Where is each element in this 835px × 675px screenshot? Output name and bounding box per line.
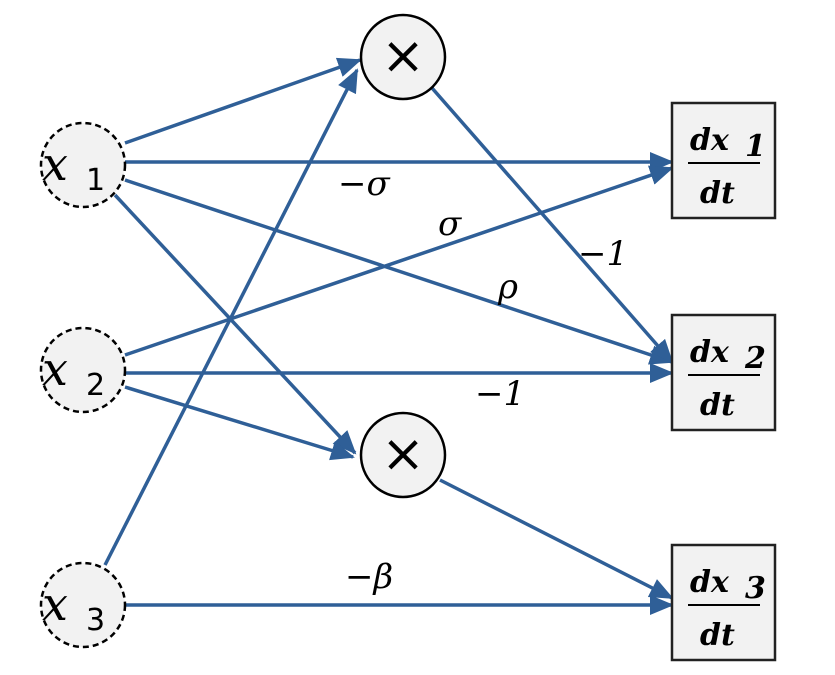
- label-sigma: σ: [438, 204, 462, 244]
- edge-x3-mult1: [103, 68, 359, 566]
- numerator: dx: [690, 565, 730, 600]
- edge-x1-dx2: [124, 178, 674, 365]
- numerator-subscript: 1: [745, 129, 766, 164]
- edge-x2-mult2: [124, 385, 355, 461]
- edge-x2-dx1: [124, 165, 674, 357]
- multiply-icon: ×: [381, 424, 425, 484]
- var-label: x: [42, 137, 68, 191]
- edge-x1-mult2: [113, 193, 357, 455]
- var-subscript: 2: [86, 368, 105, 403]
- label-neg-one-mult: −1: [578, 234, 628, 274]
- numerator: dx: [690, 335, 730, 370]
- output-box-dx2-dt: dx 2 dt: [670, 313, 777, 432]
- input-node-x1: x 1: [39, 121, 127, 209]
- numerator: dx: [690, 123, 730, 158]
- var-subscript: 1: [86, 163, 105, 198]
- denominator: dt: [700, 176, 735, 211]
- label-neg-beta: −β: [345, 557, 393, 597]
- input-node-x2: x 2: [39, 326, 127, 414]
- output-box-dx3-dt: dx 3 dt: [670, 543, 777, 662]
- output-box-dx1-dt: dx 1 dt: [670, 101, 777, 220]
- denominator: dt: [700, 618, 735, 653]
- label-neg-sigma: −σ: [338, 164, 390, 204]
- edge-mult2-dx3: [439, 478, 674, 600]
- var-label: x: [42, 577, 68, 631]
- var-subscript: 3: [86, 603, 105, 638]
- numerator-subscript: 3: [745, 571, 766, 606]
- edge-mult1-dx2: [430, 86, 674, 364]
- multiply-node-2: ×: [359, 411, 447, 499]
- input-node-x3: x 3: [39, 561, 127, 649]
- multiply-node-1: ×: [359, 13, 447, 101]
- var-label: x: [42, 342, 68, 396]
- label-neg-one-x2: −1: [475, 374, 525, 414]
- denominator: dt: [700, 388, 735, 423]
- edge-x1-mult1: [124, 57, 362, 145]
- numerator-subscript: 2: [744, 341, 766, 376]
- multiply-icon: ×: [381, 26, 425, 86]
- label-rho: ρ: [497, 267, 518, 307]
